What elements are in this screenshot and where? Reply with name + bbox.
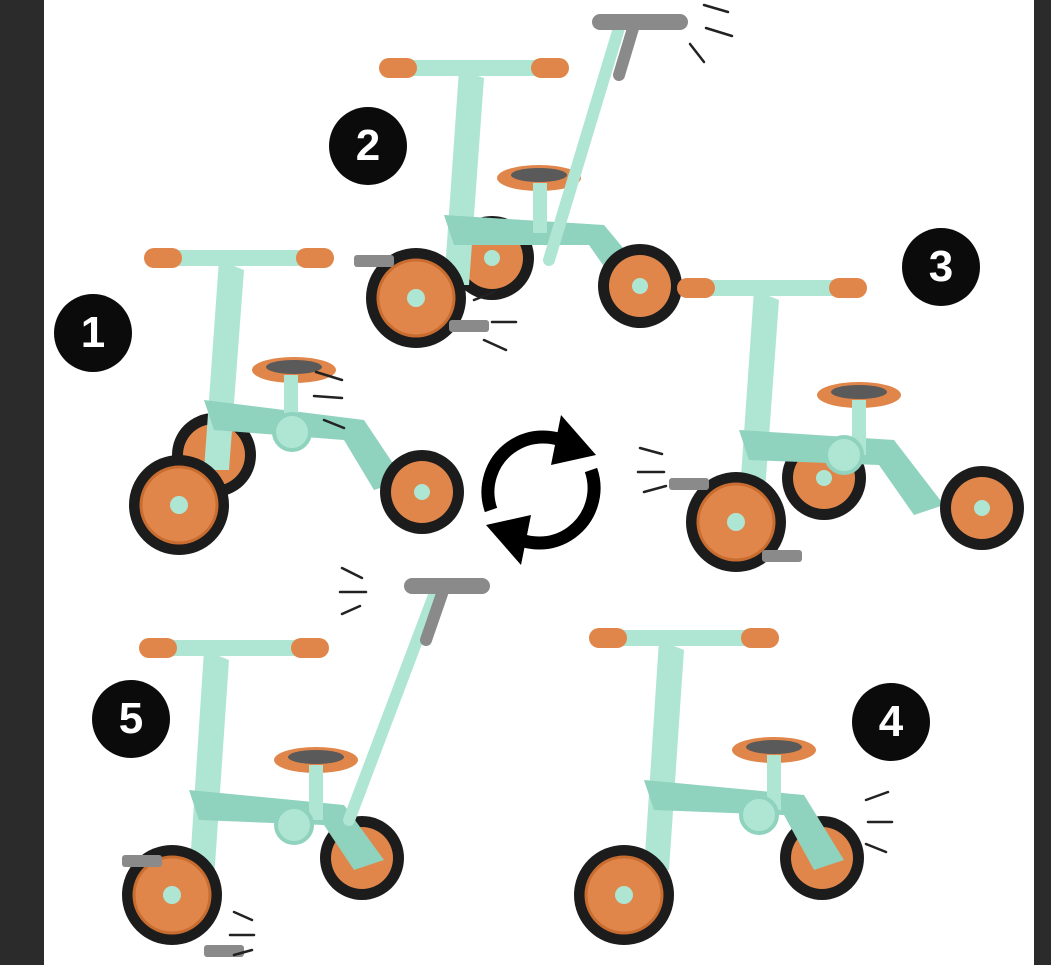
bike-config-3 [669, 278, 1024, 574]
bike-config-1 [127, 248, 464, 557]
motion-lines-icon [228, 3, 894, 957]
bike-config-4 [572, 628, 864, 947]
product-photo: 1 2 3 4 5 [44, 0, 1034, 965]
bike-config-5 [120, 578, 490, 957]
refresh-cycle-icon [481, 415, 601, 565]
step-badge-1: 1 [54, 294, 132, 372]
step-badge-3: 3 [902, 228, 980, 306]
bike-config-2 [354, 14, 688, 350]
step-badge-2: 2 [329, 107, 407, 185]
bikes-illustration [120, 3, 1024, 957]
step-badge-4: 4 [852, 683, 930, 761]
step-badge-5: 5 [92, 680, 170, 758]
